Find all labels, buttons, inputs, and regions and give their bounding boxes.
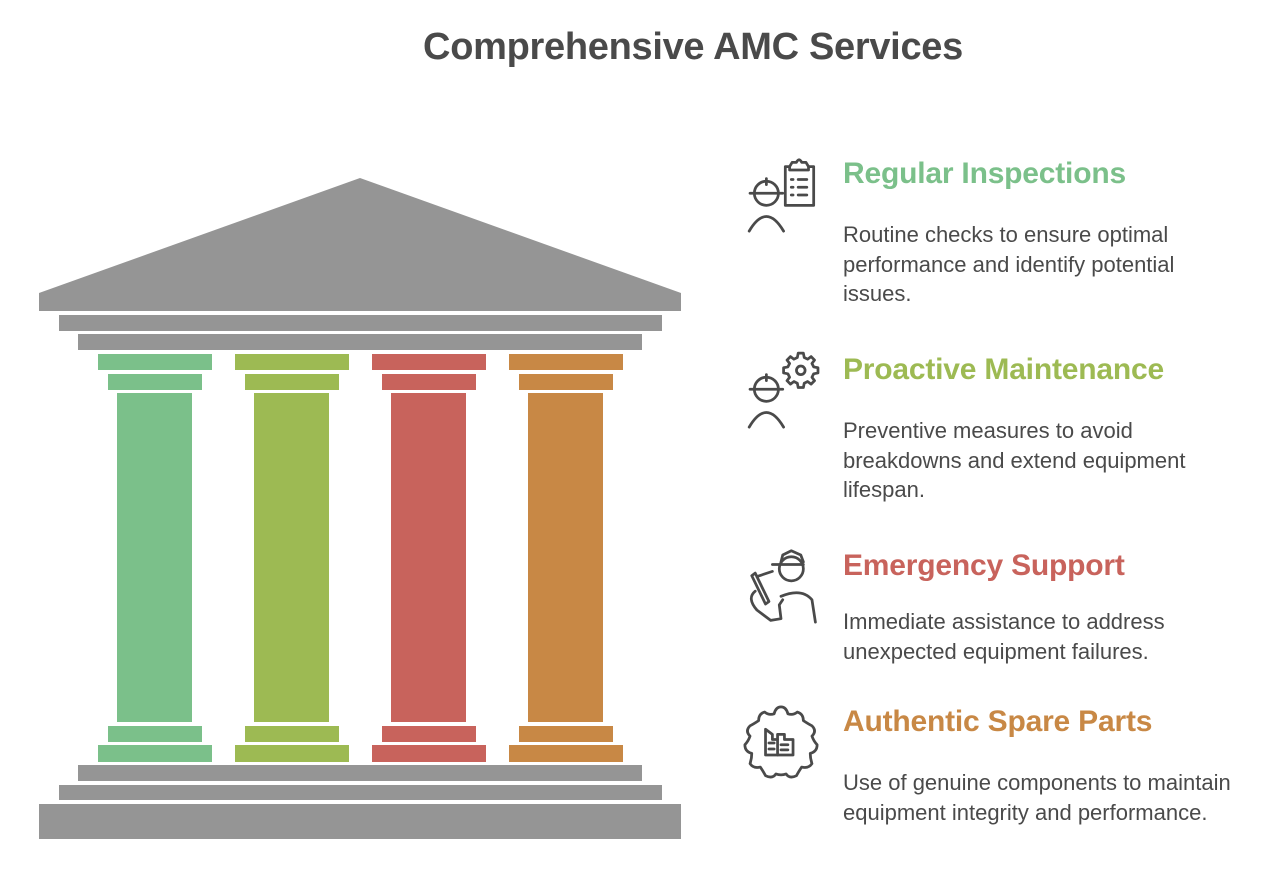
worker-tool-icon — [738, 543, 824, 629]
plinth-middle — [59, 785, 662, 800]
pillar-capital-lower — [519, 374, 613, 390]
pillar-base-lower — [372, 745, 486, 762]
pillar-authentic-spare-parts — [509, 354, 623, 762]
inspector-clipboard-icon — [738, 152, 824, 238]
item-description-emergency-support: Immediate assistance to address unexpect… — [843, 609, 1165, 664]
plinth-base — [39, 804, 681, 839]
pillar-capital-upper — [235, 354, 349, 370]
item-description-proactive-maintenance: Preventive measures to avoid breakdowns … — [843, 418, 1186, 502]
pillar-base-lower — [235, 745, 349, 762]
pillar-capital-lower — [245, 374, 339, 390]
pillar-regular-inspections — [98, 354, 212, 762]
pillar-shaft — [528, 393, 603, 722]
pillar-base-upper — [519, 726, 613, 742]
item-heading-emergency-support: Emergency Support — [843, 549, 1125, 582]
pillar-capital-upper — [372, 354, 486, 370]
entablature-upper — [59, 315, 662, 331]
pillar-shaft — [117, 393, 192, 722]
pillar-base-upper — [245, 726, 339, 742]
pillar-emergency-support — [372, 354, 486, 762]
item-heading-regular-inspections: Regular Inspections — [843, 157, 1126, 190]
pillar-proactive-maintenance — [235, 354, 349, 762]
temple-diagram — [39, 178, 681, 839]
pillar-capital-upper — [509, 354, 623, 370]
pillar-base-upper — [382, 726, 476, 742]
pillar-base-upper — [108, 726, 202, 742]
pillar-capital-lower — [108, 374, 202, 390]
worker-gear-icon — [738, 348, 824, 434]
item-description-authentic-spare-parts: Use of genuine components to maintain eq… — [843, 770, 1231, 825]
page-title: Comprehensive AMC Services — [423, 26, 963, 68]
pillar-capital-upper — [98, 354, 212, 370]
item-description-regular-inspections: Routine checks to ensure optimal perform… — [843, 222, 1175, 306]
temple-svg — [39, 178, 681, 839]
pillar-capital-lower — [382, 374, 476, 390]
item-heading-proactive-maintenance: Proactive Maintenance — [843, 353, 1164, 386]
gear-factory-icon — [738, 700, 824, 786]
pillar-shaft — [254, 393, 329, 722]
item-heading-authentic-spare-parts: Authentic Spare Parts — [843, 705, 1153, 738]
pillar-shaft — [391, 393, 466, 722]
plinth-upper — [78, 765, 642, 781]
pillar-base-lower — [98, 745, 212, 762]
temple-roof — [39, 178, 681, 311]
pillar-base-lower — [509, 745, 623, 762]
entablature-lower — [78, 334, 642, 350]
